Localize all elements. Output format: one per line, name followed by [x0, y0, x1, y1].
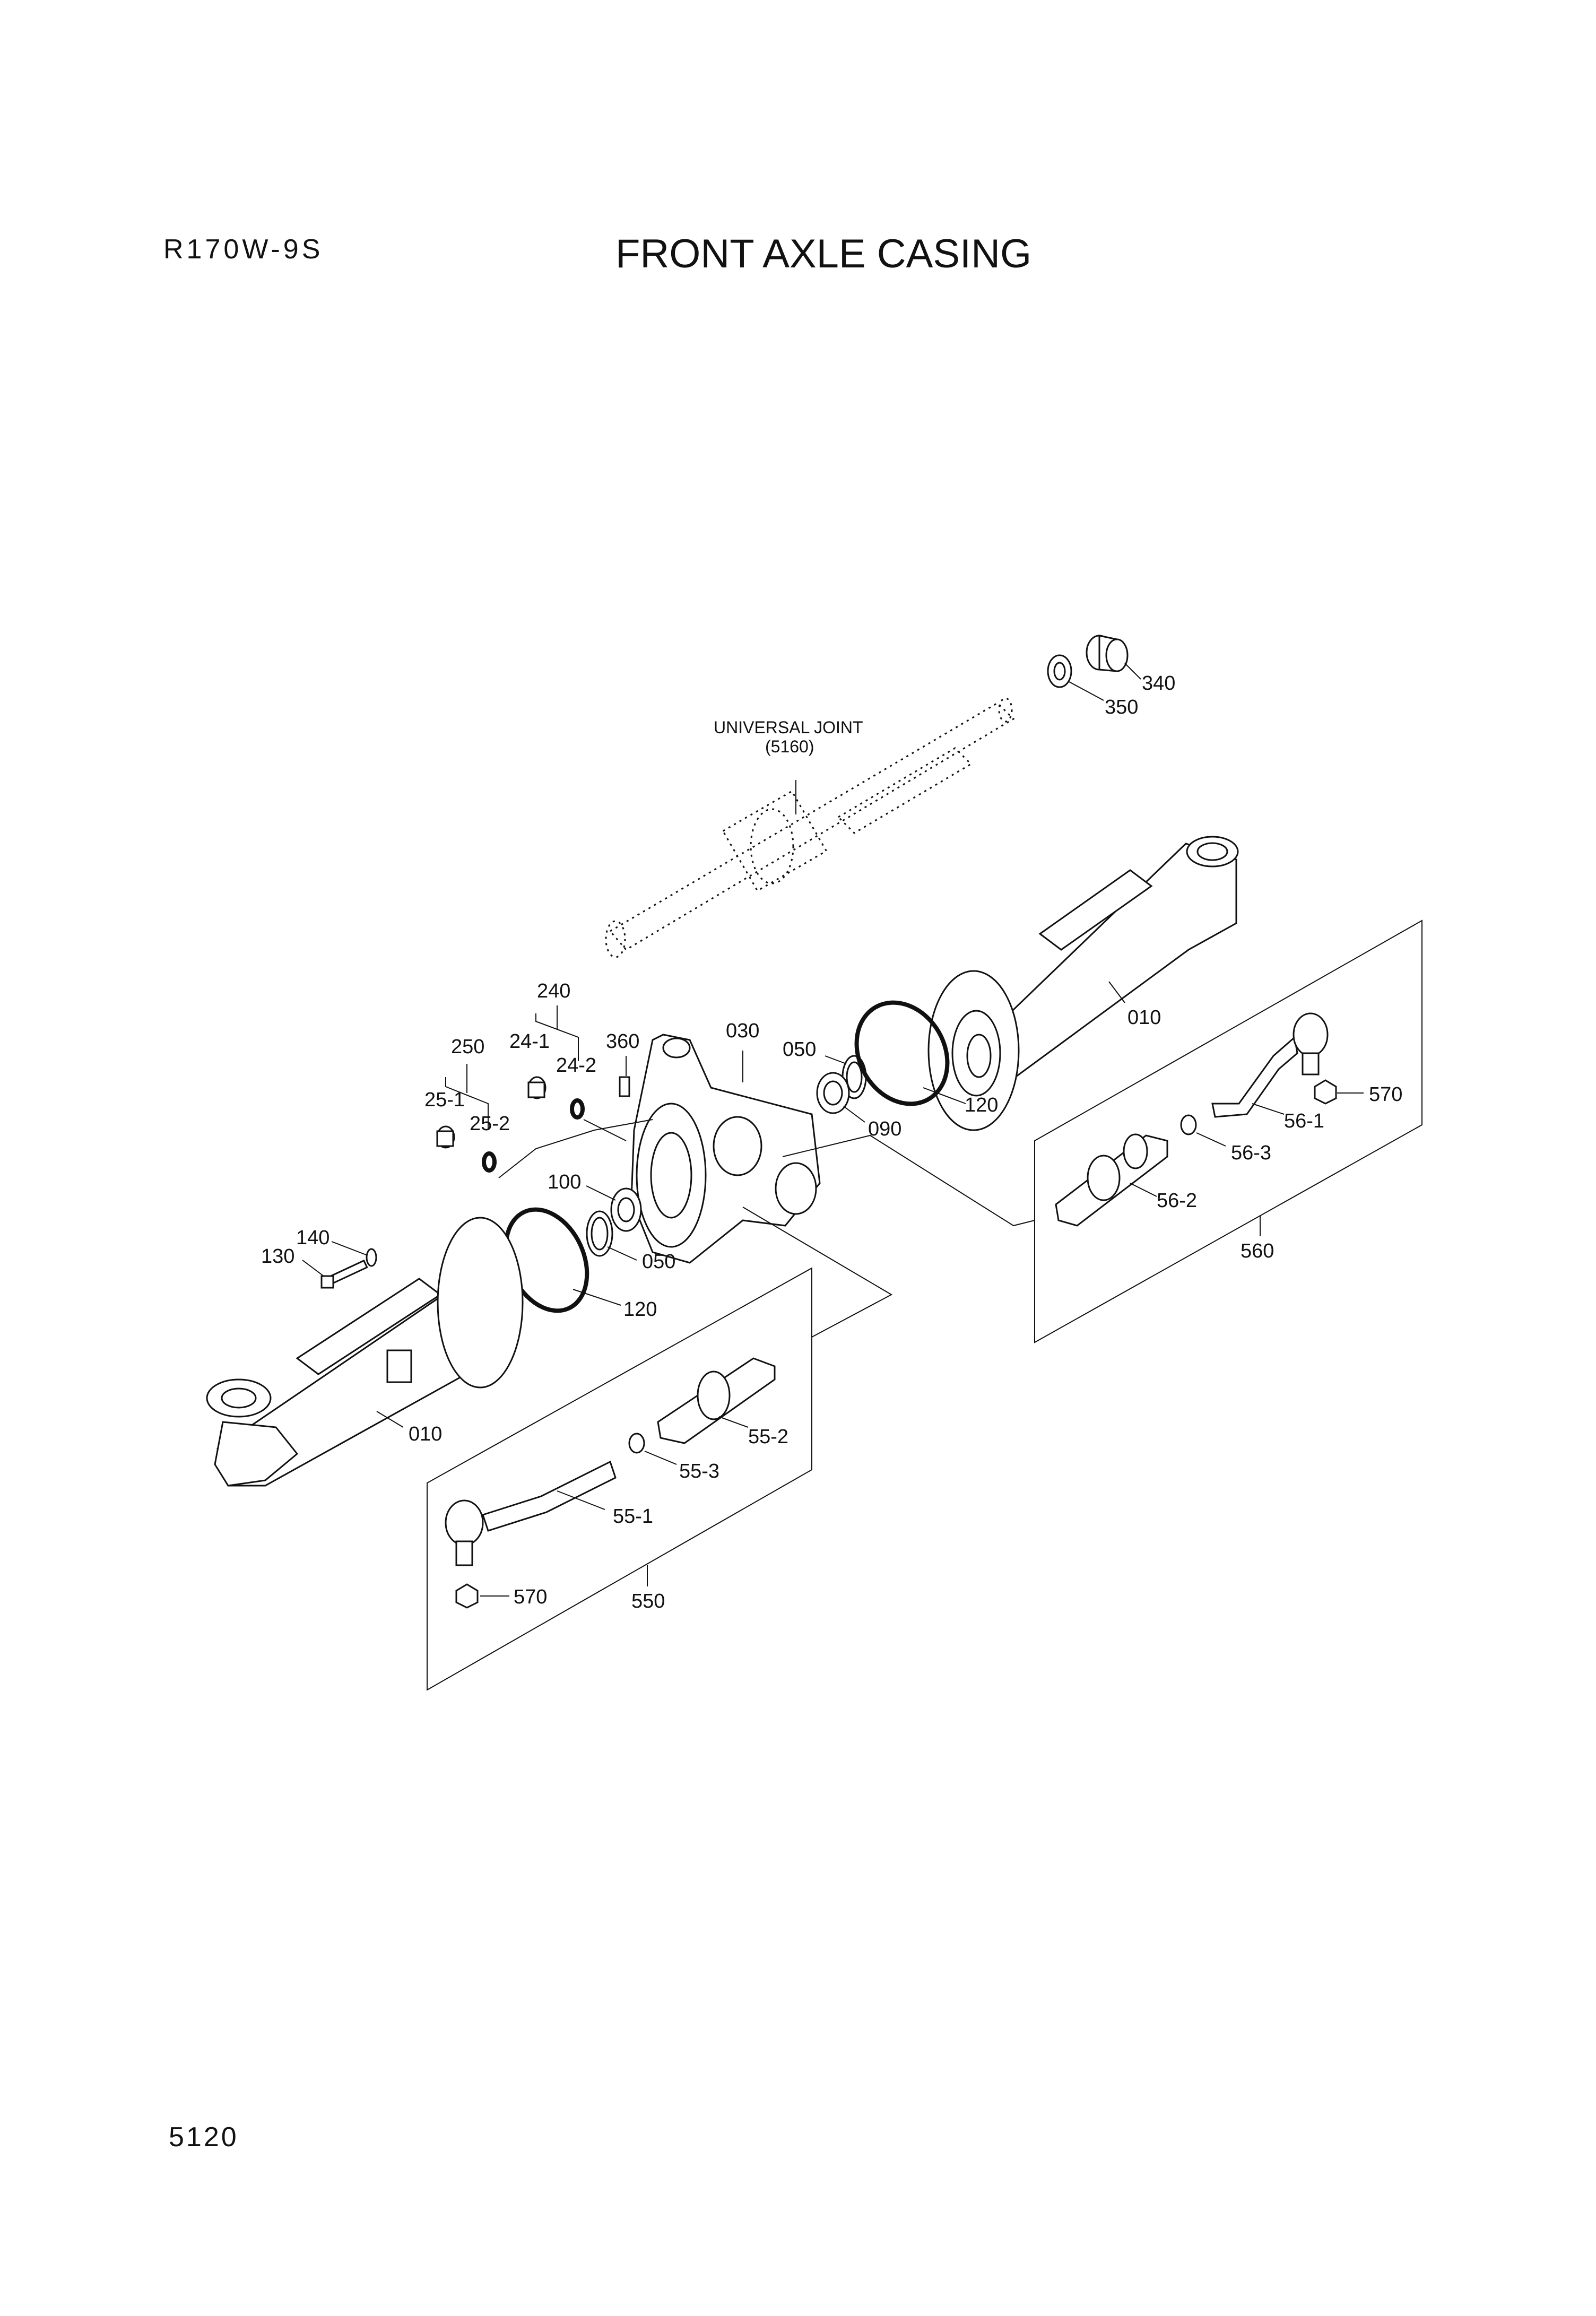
part-25-1-plug: [436, 1125, 455, 1149]
part-24-1-plug: [527, 1076, 547, 1099]
callout-56-2: 56-2: [1157, 1190, 1197, 1212]
callout-570-left: 570: [514, 1586, 547, 1608]
part-570-nut-left: [455, 1583, 509, 1609]
callout-140: 140: [296, 1227, 329, 1249]
callout-050-bottom: 050: [642, 1251, 675, 1273]
callout-120-top: 120: [965, 1094, 998, 1116]
part-24-2-oring: [570, 1098, 585, 1120]
part-55-1-tie-rod-end: [445, 1460, 617, 1566]
callout-010-right: 010: [1127, 1007, 1161, 1029]
callout-350: 350: [1105, 696, 1138, 718]
callout-550: 550: [631, 1590, 665, 1612]
part-55-3-nut: [628, 1433, 677, 1465]
part-100-bearing: [586, 1185, 642, 1232]
leader-25-2: [498, 1119, 653, 1178]
part-030-differential-housing: [630, 1034, 821, 1264]
part-340-bushing: [1086, 635, 1141, 680]
callout-340: 340: [1142, 672, 1175, 695]
callout-250: 250: [451, 1036, 484, 1058]
bracket-250: [445, 1077, 489, 1130]
model-code: R170W-9S: [163, 234, 324, 265]
part-120-oring-top: [854, 1000, 966, 1106]
part-350-seal: [1047, 654, 1104, 701]
leader-24-2: [583, 1119, 627, 1141]
callout-25-1: 25-1: [424, 1089, 465, 1111]
page-number: 5120: [169, 2122, 239, 2153]
part-570-nut-right: [1314, 1079, 1364, 1105]
group-550-box: [427, 1267, 812, 1691]
part-56-2-adjuster: [1055, 1133, 1168, 1227]
callout-560: 560: [1241, 1240, 1274, 1262]
page-title: FRONT AXLE CASING: [615, 231, 1032, 276]
part-55-2-adjuster: [657, 1357, 776, 1444]
callout-100: 100: [548, 1171, 581, 1193]
callout-24-1: 24-1: [509, 1030, 550, 1053]
callout-010-left: 010: [409, 1423, 442, 1445]
part-010-left-axle-housing: [206, 1217, 524, 1487]
callout-090: 090: [868, 1118, 901, 1140]
callout-240: 240: [537, 980, 570, 1002]
callout-050-top: 050: [783, 1038, 816, 1061]
callout-030: 030: [726, 1020, 759, 1042]
part-360-screw: [619, 1056, 630, 1097]
callout-360: 360: [606, 1030, 639, 1053]
leader-030-to-550: [742, 1207, 893, 1338]
universal-joint-label: UNIVERSAL JOINT: [714, 718, 863, 737]
part-140-washer: [331, 1241, 377, 1267]
part-010-right-axle-housing: [927, 836, 1239, 1131]
callout-120-bottom: 120: [623, 1298, 657, 1321]
callout-55-1: 55-1: [613, 1505, 653, 1528]
part-56-1-tie-rod-end: [1211, 1012, 1329, 1118]
part-090-bearing: [816, 1072, 865, 1123]
part-050-seal-bottom: [586, 1210, 637, 1261]
part-25-2-oring: [482, 1151, 497, 1173]
callout-55-3: 55-3: [679, 1460, 719, 1482]
callout-56-3: 56-3: [1231, 1142, 1271, 1164]
callout-130: 130: [261, 1245, 294, 1268]
callout-55-2: 55-2: [748, 1426, 788, 1448]
universal-joint-ref: (5160): [765, 737, 814, 756]
callout-570-right: 570: [1369, 1083, 1402, 1106]
leader-030-to-560: [782, 1134, 1035, 1227]
part-130-bolt: [302, 1259, 368, 1289]
universal-joint-shaft: [605, 697, 1015, 958]
callout-25-2: 25-2: [470, 1113, 510, 1135]
callout-56-1: 56-1: [1284, 1110, 1324, 1132]
part-56-3-nut: [1180, 1114, 1226, 1147]
callout-24-2: 24-2: [556, 1054, 596, 1077]
group-560-box: [1034, 920, 1422, 1343]
